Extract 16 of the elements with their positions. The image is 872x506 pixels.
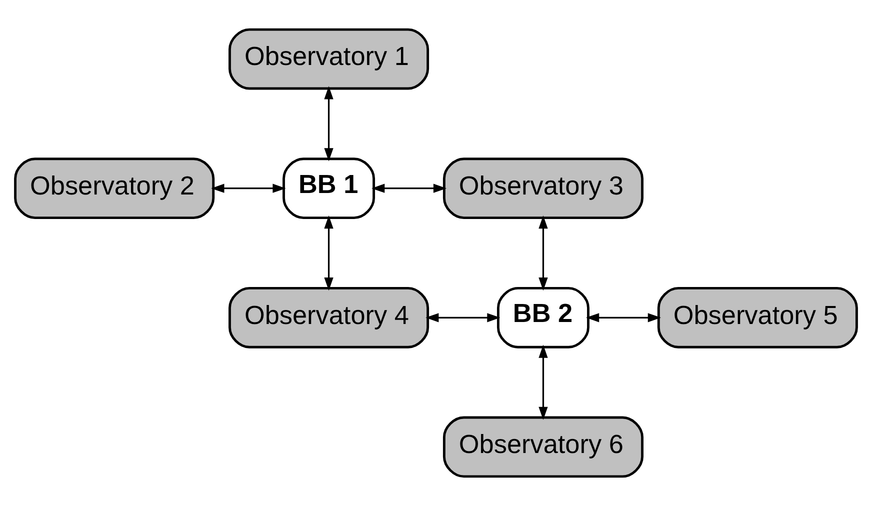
node-box: BB 2 [496, 286, 590, 348]
node-box: Observatory 1 [228, 28, 430, 90]
arrow [426, 313, 500, 322]
node-box: Observatory 4 [228, 286, 430, 348]
arrow [538, 344, 548, 420]
arrow [372, 184, 447, 193]
node-box: Observatory 2 [14, 158, 215, 220]
arrow [324, 215, 334, 291]
node-box: Observatory 6 [442, 416, 644, 478]
node-box: Observatory 3 [442, 158, 644, 220]
node-box: BB 1 [282, 158, 376, 220]
node-box: Observatory 5 [657, 286, 858, 348]
arrow [324, 86, 334, 162]
arrow [538, 215, 548, 291]
arrow [211, 184, 286, 193]
arrow [586, 313, 661, 322]
